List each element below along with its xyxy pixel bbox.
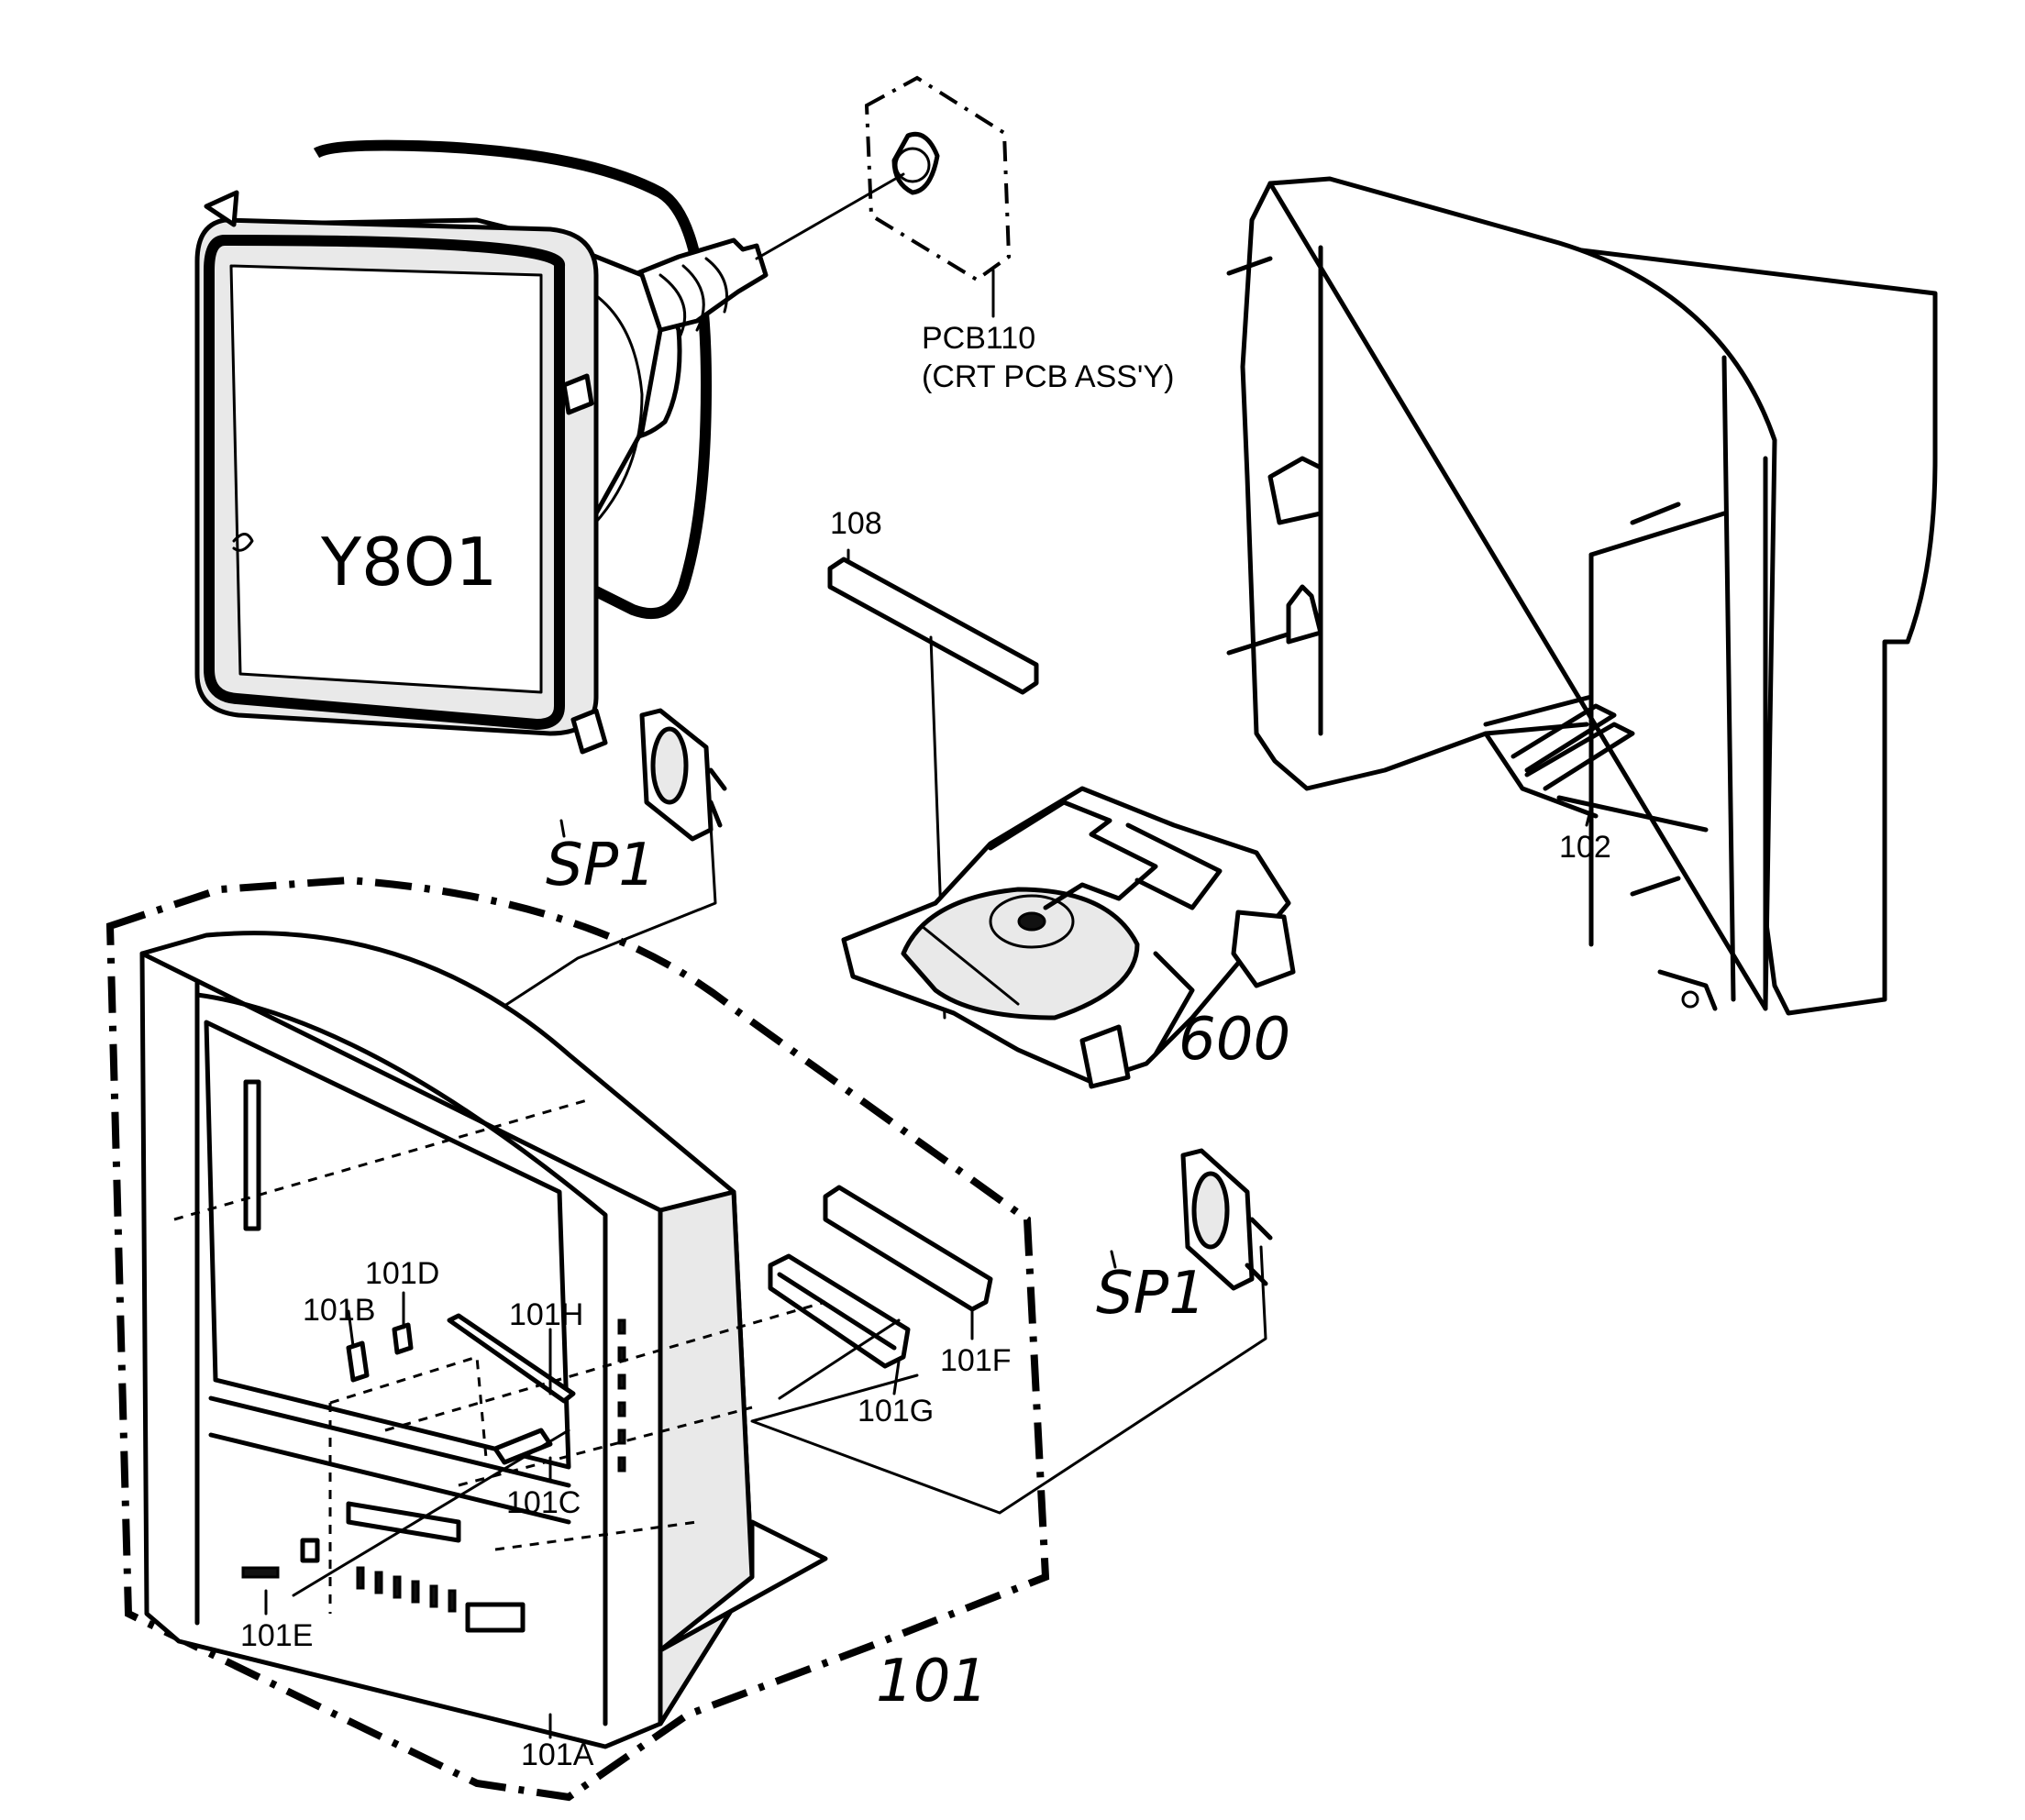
part-101e-label: 101E <box>240 1618 313 1653</box>
crt-pcb-assembly: PCB110 (CRT PCB ASS'Y) <box>755 75 1174 394</box>
part-101f-label: 101F <box>940 1343 1012 1378</box>
part-108-bar: 108 <box>827 506 1039 1020</box>
part-101c-label: 101C <box>506 1485 581 1520</box>
crt-picture-tube: Y8O1 <box>194 139 769 755</box>
part-101-label: 101 <box>876 1648 988 1715</box>
pcb110-desc-label: (CRT PCB ASS'Y) <box>922 359 1174 394</box>
speaker-right: SP1 <box>750 1148 1273 1515</box>
part-101b-label: 101B <box>303 1293 375 1328</box>
part-101g-label: 101G <box>858 1394 934 1428</box>
pcb110-label: PCB110 <box>922 321 1035 356</box>
part-101a-label: 101A <box>521 1737 594 1772</box>
dvd-mechanism: 600 <box>841 786 1296 1089</box>
sp1-left-label: SP1 <box>546 832 656 899</box>
part-101h-label: 101H <box>509 1297 583 1332</box>
part-102-label: 102 <box>1559 830 1611 865</box>
front-cabinet: 101D 101B 101H 101C 101E 101F 101G 101A … <box>105 876 1050 1802</box>
front-buttons <box>356 1566 526 1633</box>
part-108-label: 108 <box>830 506 882 541</box>
part-600-label: 600 <box>1178 1006 1290 1074</box>
side-vents <box>617 1318 626 1473</box>
y801-label: Y8O1 <box>320 524 497 601</box>
back-cabinet: 102 <box>1226 176 1938 1016</box>
sp1-right-label: SP1 <box>1096 1260 1206 1328</box>
part-101d-label: 101D <box>365 1256 439 1291</box>
